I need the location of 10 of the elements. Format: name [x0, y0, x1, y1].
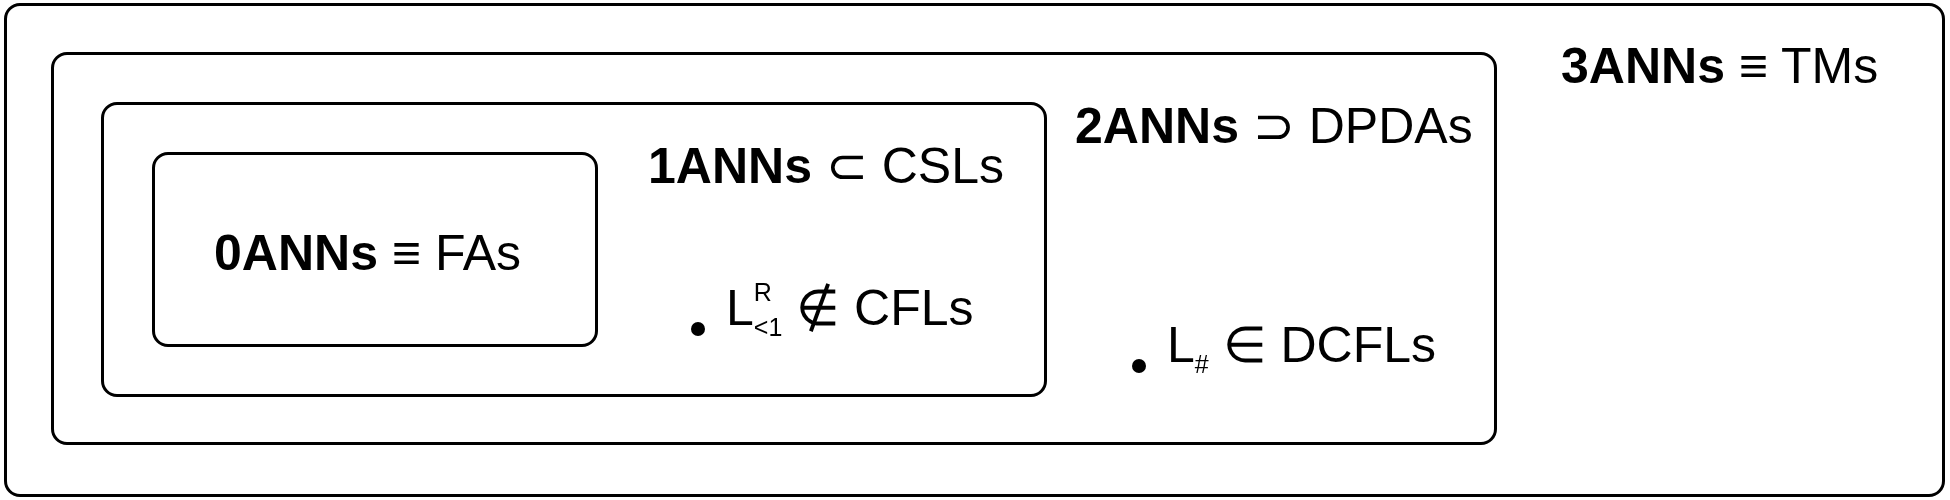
- set-heading: 1ANNs ⊂ CSLs: [648, 137, 1004, 196]
- set-box: [101, 102, 1047, 397]
- set-heading: 0ANNs ≡ FAs: [214, 224, 522, 283]
- membership-statement: L$_{#}$ ∈ DCFLs: [1167, 316, 1437, 375]
- set-box: [51, 52, 1497, 445]
- membership-statement: L$^{R}$$_{<1}$ ∉ CFLs: [726, 278, 974, 338]
- set-box: [152, 152, 598, 347]
- set-heading: 3ANNs ≡ TMs: [1561, 37, 1879, 96]
- set-heading: 2ANNs ⊃ DPDAs: [1075, 97, 1473, 156]
- set-box: [4, 3, 1945, 497]
